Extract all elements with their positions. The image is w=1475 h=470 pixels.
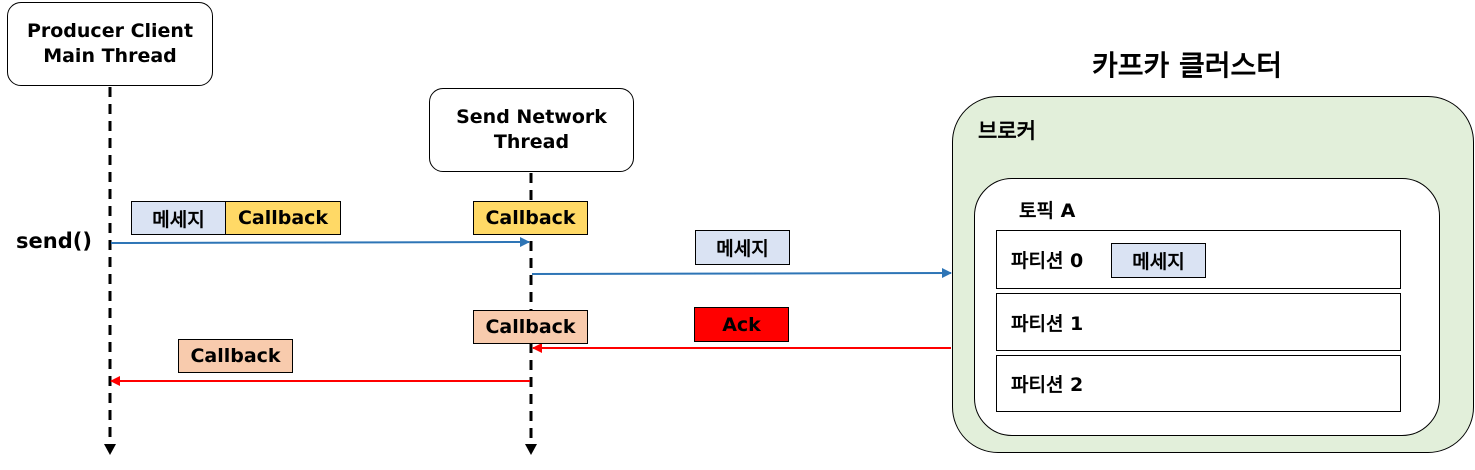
partition-0-label: 파티션 0 [1011,250,1084,272]
network-thread-lifeline-arrowhead [525,444,537,455]
partition-1-row: 파티션 1 [996,293,1401,351]
send-arrow [110,237,530,248]
main-thread-lifeline-arrowhead [104,444,116,455]
broker-message-label: 메세지 [695,230,790,265]
network-return-callback-label: Callback [473,310,588,344]
network-callback-label: Callback [473,201,588,235]
main-return-callback-label: Callback [178,339,293,373]
topic-a-label: 토픽 A [1019,200,1076,222]
to-broker-arrow [531,268,952,279]
send-callback-label: Callback [225,201,341,235]
producer-main-thread-box: Producer Client Main Thread [7,2,213,86]
ack-label: Ack [694,307,789,342]
partition-1-label: 파티션 1 [1011,312,1084,335]
send-message-label: 메세지 [131,201,226,235]
partition-0-message: 메세지 [1111,243,1206,278]
partition-2-row: 파티션 2 [996,355,1401,412]
send-call-label: send() [16,229,92,253]
kafka-cluster-title: 카프카 클러스터 [1092,49,1283,82]
partition-2-label: 파티션 2 [1011,374,1084,396]
send-network-thread-box: Send Network Thread [429,88,634,172]
broker-label: 브로커 [978,119,1036,143]
